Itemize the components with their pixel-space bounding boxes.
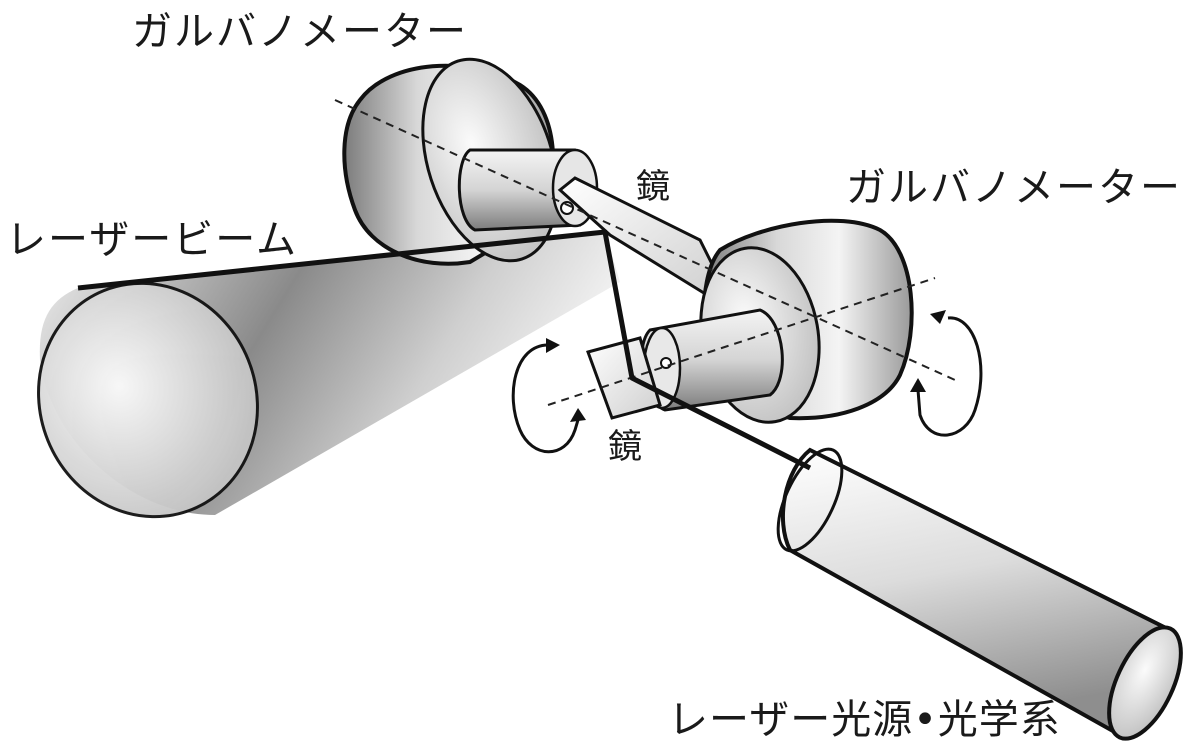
rotation-arrows (511, 310, 983, 454)
beam-cone-end-face (37, 281, 259, 519)
left-arrow-head-top (546, 338, 560, 353)
top-rotation-axis (334, 99, 956, 381)
bottom-mirror (586, 336, 672, 420)
mirror-bottom-label: 鏡 (608, 427, 642, 467)
laser-source-label: レーザー光源•光学系 (668, 697, 1061, 743)
bottom-rotation-axis (547, 277, 936, 406)
laser-source-end-face (1107, 625, 1183, 741)
mirror-top-label: 鏡 (636, 167, 670, 207)
laser-beam-path (77, 229, 812, 471)
beam-cone (37, 232, 620, 519)
right-arrow-head-top (930, 310, 946, 324)
rotation-axes (334, 99, 956, 406)
right-rotation-arrow (916, 316, 983, 437)
right-arrow-head-bottom (910, 378, 926, 392)
galvanometer-top-label: ガルバノメーター (132, 9, 468, 55)
laser-beam-label: レーザービーム (6, 217, 298, 263)
laser-source-tube (776, 447, 1183, 741)
left-arrow-head-bottom (570, 408, 586, 422)
galvanometer-right-label: ガルバノメーター (846, 165, 1182, 211)
left-rotation-arrow (511, 343, 580, 454)
